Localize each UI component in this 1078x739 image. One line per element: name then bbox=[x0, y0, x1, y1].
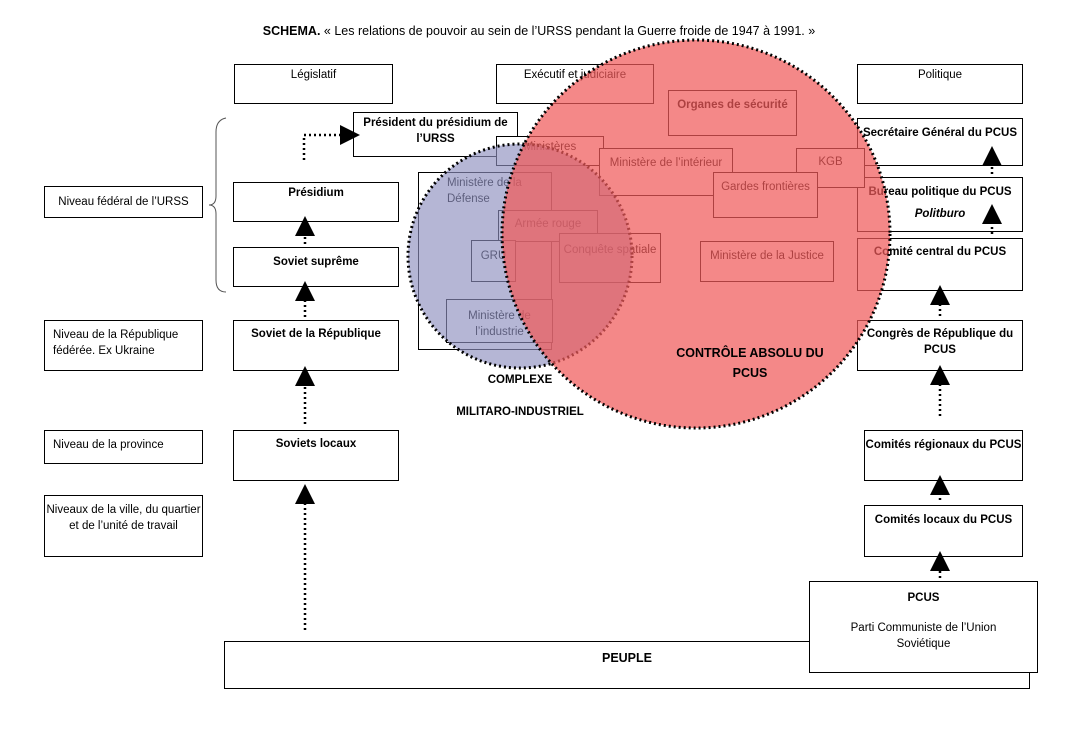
header-executif: Exécutif et judiciaire bbox=[496, 64, 654, 104]
header-politique: Politique bbox=[857, 64, 1023, 104]
federal-brace bbox=[208, 117, 227, 293]
ministere-industrie-box: Ministère de l’industrie bbox=[446, 299, 553, 343]
level-province: Niveau de la province bbox=[44, 430, 203, 464]
soviet-supreme-box: Soviet suprême bbox=[233, 247, 399, 287]
soviet-republique-box: Soviet de la République bbox=[233, 320, 399, 371]
level-republique: Niveau de la République fédérée. Ex Ukra… bbox=[44, 320, 203, 371]
complexe-label-1: COMPLEXE bbox=[487, 374, 553, 386]
controle-absolu-label: CONTRÔLE ABSOLU DU PCUS bbox=[676, 346, 824, 380]
comites-regionaux-box: Comités régionaux du PCUS bbox=[864, 430, 1023, 481]
bureau-politique-box: Bureau politique du PCUS Politburo bbox=[857, 177, 1023, 232]
gru-box: GRU bbox=[471, 240, 516, 282]
ministere-justice-box: Ministère de la Justice bbox=[700, 241, 834, 282]
organes-securite-box: Organes de sécurité bbox=[668, 90, 797, 136]
congres-republique-box: Congrès de République du PCUS bbox=[857, 320, 1023, 371]
pcus-box: PCUS Parti Communiste de l’Union Soviéti… bbox=[809, 581, 1038, 673]
soviets-locaux-box: Soviets locaux bbox=[233, 430, 399, 481]
pcus-full-label: Parti Communiste de l’Union Soviétique bbox=[850, 622, 997, 650]
diagram-title: SCHEMA. « Les relations de pouvoir au se… bbox=[0, 24, 1078, 38]
secretaire-general-box: Secrétaire Général du PCUS bbox=[857, 118, 1023, 166]
level-federal: Niveau fédéral de l’URSS bbox=[44, 186, 203, 218]
comites-locaux-box: Comités locaux du PCUS bbox=[864, 505, 1023, 557]
comite-central-box: Comité central du PCUS bbox=[857, 238, 1023, 291]
title-prefix: SCHEMA. bbox=[262, 24, 321, 38]
presidium-box: Présidium bbox=[233, 182, 399, 222]
arrow-presidium-to-president bbox=[302, 125, 360, 160]
title-text: « Les relations de pouvoir au sein de l’… bbox=[320, 24, 816, 38]
pcus-label: PCUS bbox=[907, 592, 940, 604]
ministeres-box: Ministères bbox=[496, 136, 604, 166]
president-presidium-box: Président du présidium de l’URSS bbox=[353, 112, 518, 157]
conquete-spatiale-box: Conquête spatiale bbox=[559, 233, 661, 283]
gardes-frontieres-box: Gardes frontières bbox=[713, 172, 818, 218]
complexe-label-2: MILITARO-INDUSTRIEL bbox=[456, 406, 584, 418]
level-ville: Niveaux de la ville, du quartier et de l… bbox=[44, 495, 203, 557]
header-legislatif: Législatif bbox=[234, 64, 393, 104]
bureau-politique-label: Bureau politique du PCUS bbox=[868, 186, 1012, 198]
politburo-label: Politburo bbox=[914, 208, 966, 220]
